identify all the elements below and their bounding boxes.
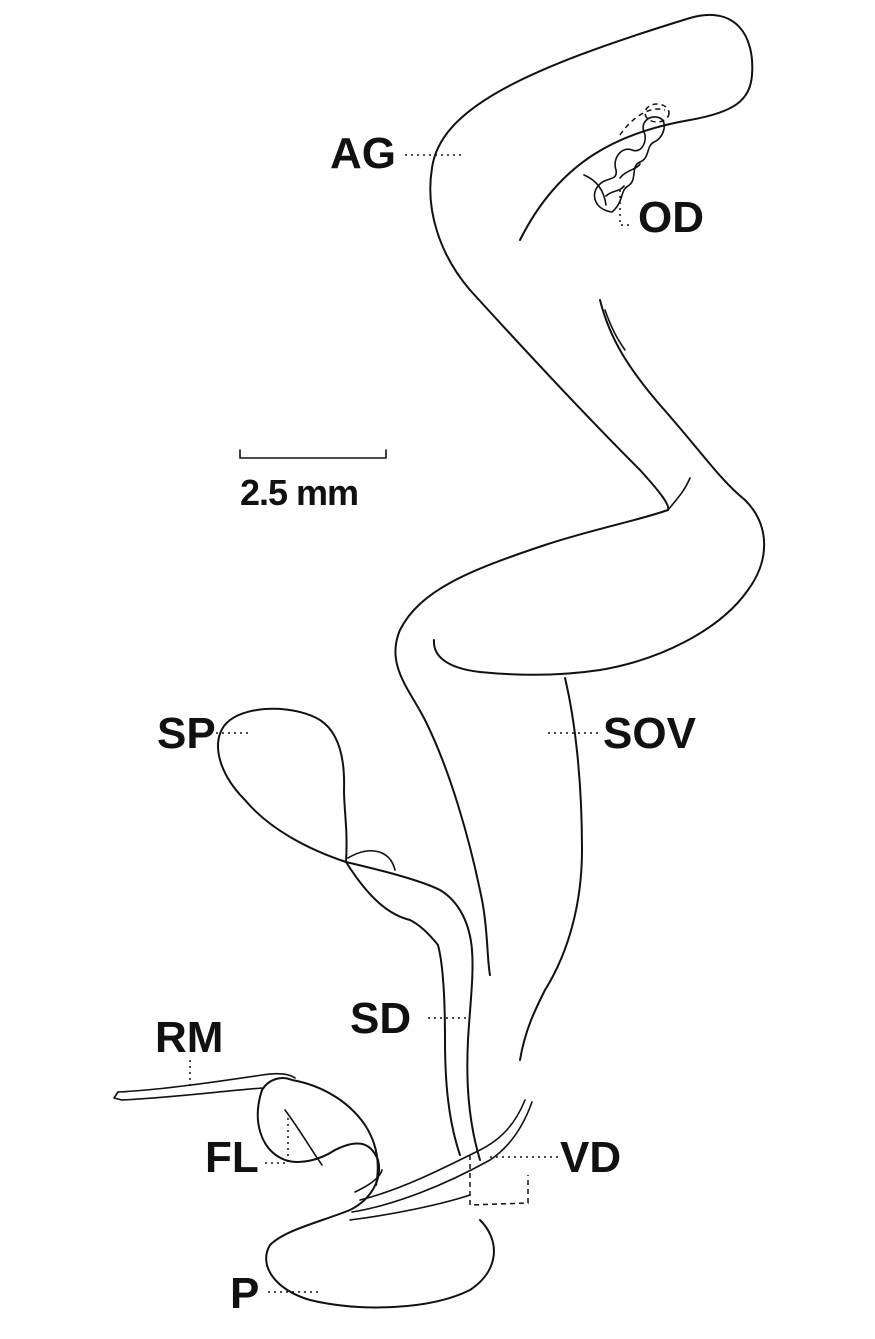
spermoviduct bbox=[395, 300, 764, 1060]
scale-bar: 2.5 mm bbox=[240, 450, 386, 513]
label-fl: FL bbox=[205, 1133, 259, 1182]
label-rm: RM bbox=[155, 1013, 223, 1062]
label-ag: AG bbox=[330, 129, 396, 178]
label-sd: SD bbox=[350, 994, 411, 1043]
leader-lines bbox=[190, 155, 632, 1292]
label-p: P bbox=[230, 1269, 259, 1318]
label-sov: SOV bbox=[603, 709, 697, 758]
label-vd: VD bbox=[560, 1133, 621, 1182]
label-od: OD bbox=[638, 193, 704, 242]
spermatheca bbox=[218, 709, 480, 1160]
albumen-gland bbox=[430, 15, 752, 510]
structure-labels: AG OD SP SOV SD RM FL VD P bbox=[155, 129, 704, 1318]
scale-bar-line bbox=[240, 450, 386, 458]
label-sp: SP bbox=[157, 709, 216, 758]
scale-bar-label: 2.5 mm bbox=[240, 472, 358, 513]
